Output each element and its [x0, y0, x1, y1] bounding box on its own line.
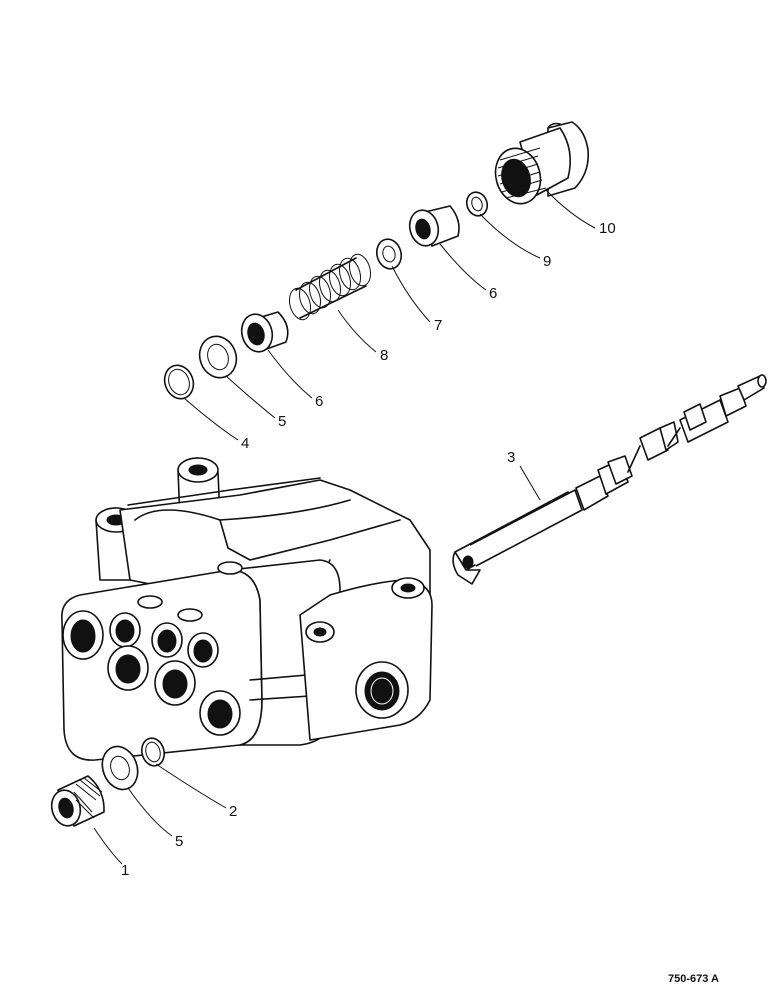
leader-lines — [93, 189, 596, 865]
callout-5-upper: 5 — [278, 413, 286, 430]
part-5-washer-lower — [101, 745, 139, 791]
callout-6-right: 6 — [489, 285, 497, 302]
part-6-bushing-left — [240, 311, 289, 353]
callout-3: 3 — [507, 449, 515, 466]
valve-body — [61, 457, 433, 761]
callout-4: 4 — [241, 435, 249, 452]
callout-6-left: 6 — [315, 393, 323, 410]
drawing-code: 750-673 A — [668, 973, 719, 985]
part-8-spring — [288, 253, 372, 321]
part-2-o-ring — [140, 737, 166, 767]
callout-10: 10 — [599, 220, 616, 237]
callout-7: 7 — [434, 317, 442, 334]
callout-5-lower: 5 — [175, 833, 183, 850]
part-10-threaded-cap — [494, 121, 590, 205]
part-1-threaded-plug — [50, 775, 105, 827]
part-5-washer-upper — [198, 335, 238, 379]
callout-8: 8 — [380, 347, 388, 364]
callout-2: 2 — [229, 803, 237, 820]
part-6-bushing-right — [408, 205, 460, 247]
part-7-washer — [375, 238, 403, 270]
callout-9: 9 — [543, 253, 551, 270]
callout-1: 1 — [121, 862, 129, 879]
part-3-valve-spool — [452, 374, 767, 585]
part-4-o-ring — [163, 364, 195, 400]
part-9-snap-ring — [465, 191, 489, 217]
